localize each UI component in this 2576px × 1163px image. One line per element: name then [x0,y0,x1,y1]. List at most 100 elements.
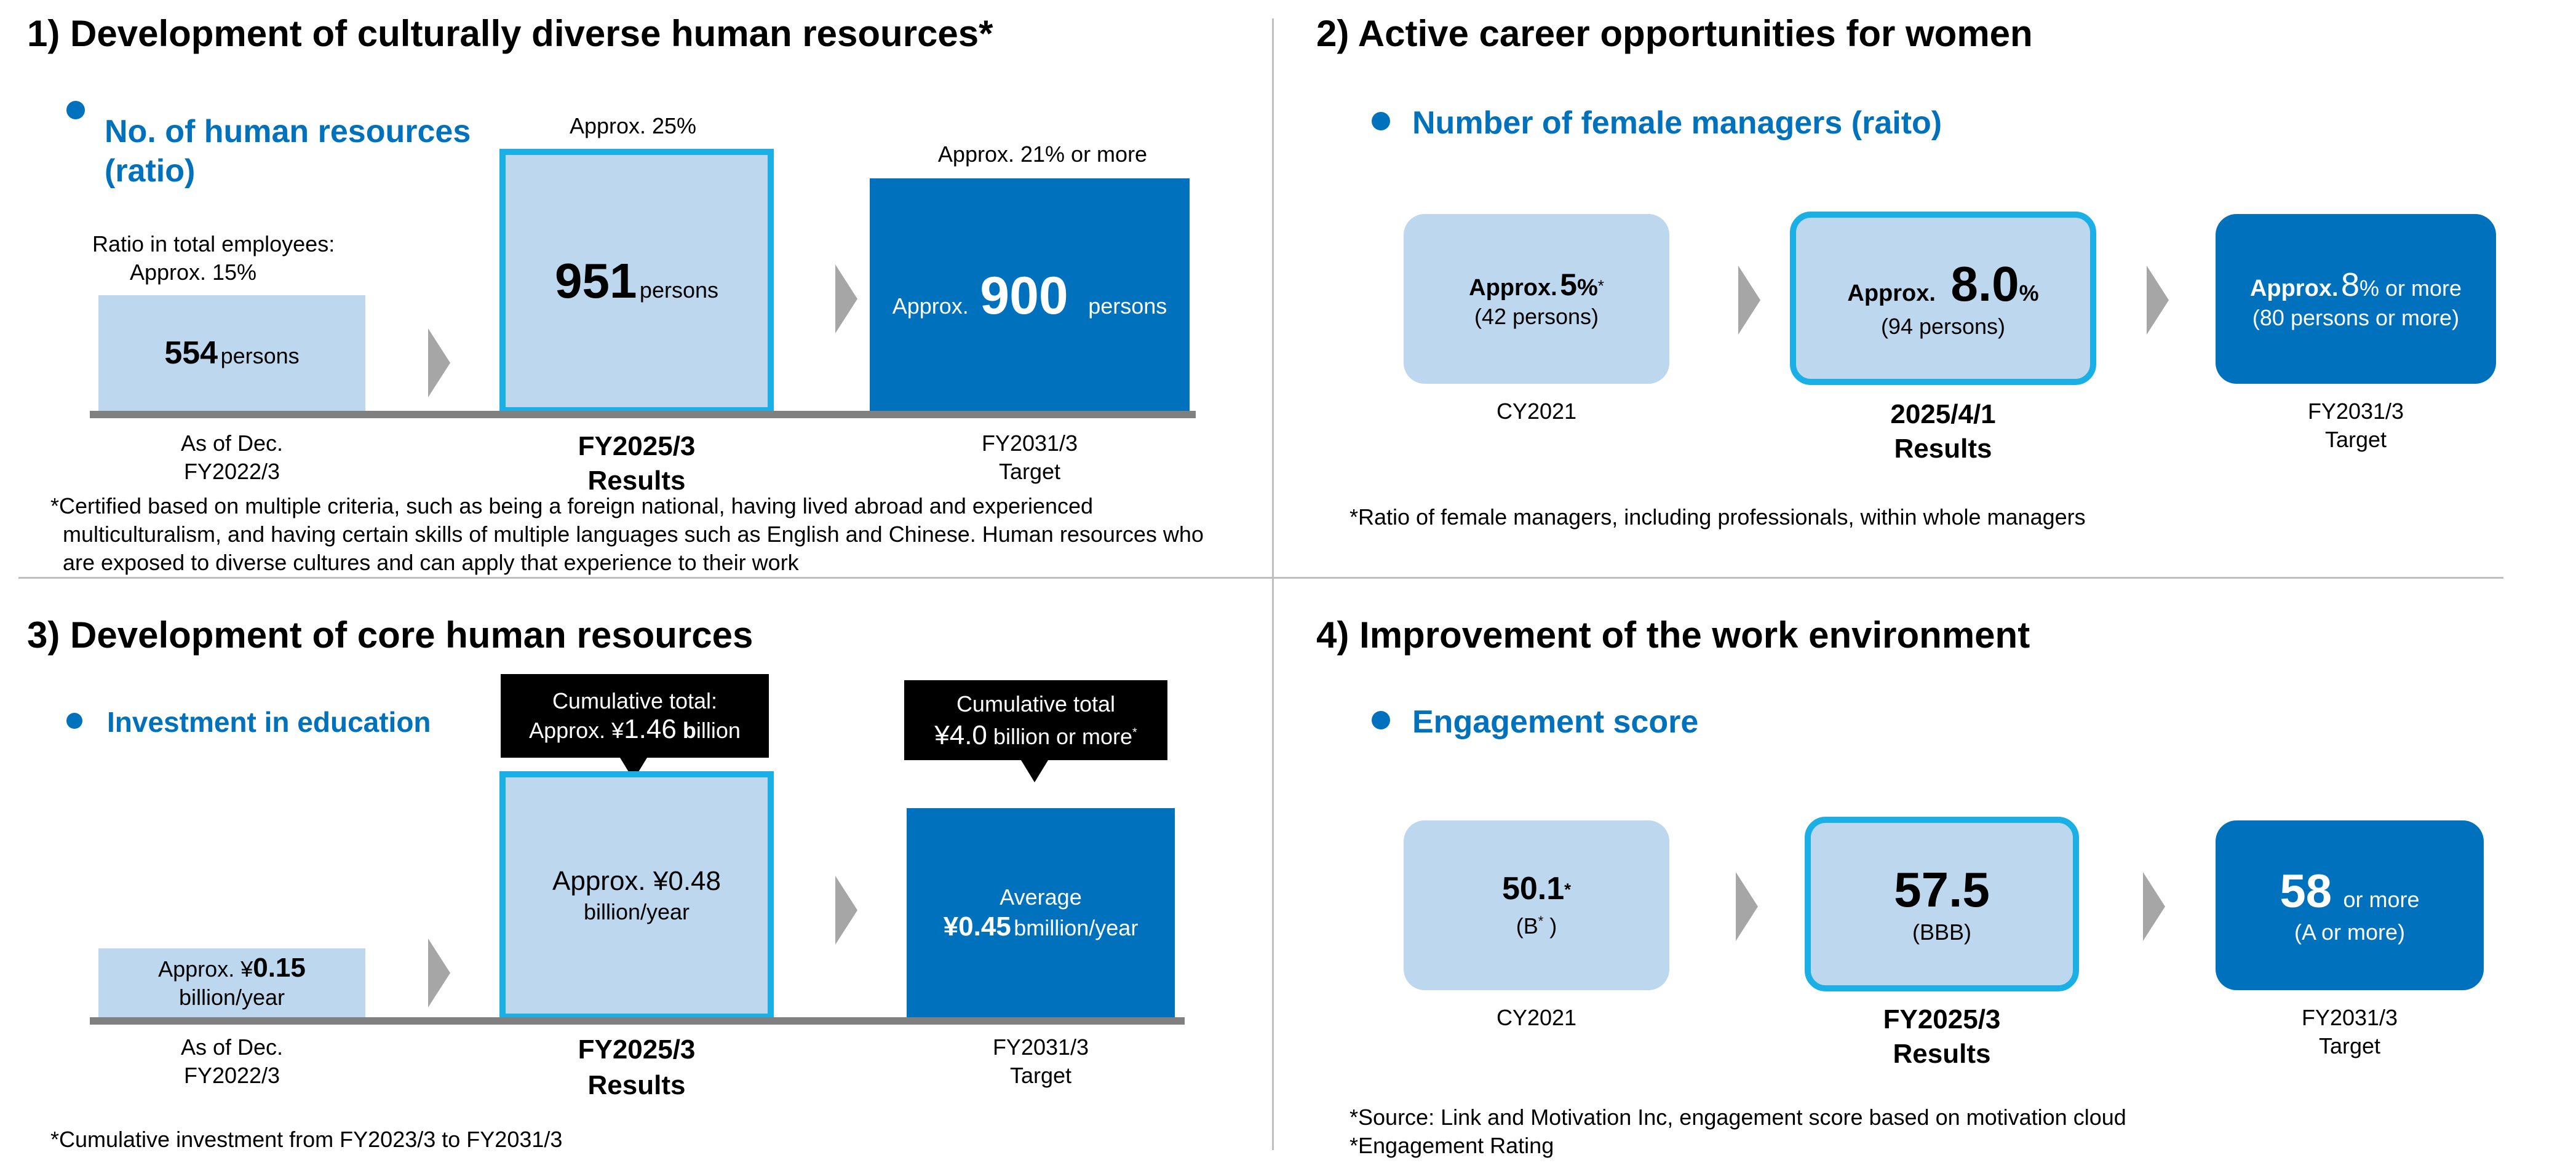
s2-box3-prefix: Approx. [2249,276,2339,301]
s3-bar1-label-line1: As of Dec. [180,1034,284,1060]
s2-box1-star: * [1597,276,1604,295]
bullet-icon [66,101,85,120]
arrow-icon [428,328,450,397]
s3-note: *Cumulative investment from FY2023/3 to … [50,1127,563,1152]
s3-bar2-label-line1: FY2025/3 [578,1034,696,1065]
s3-bar2-label-line2: Results [587,1070,686,1100]
s3-bar1-prefix: Approx. ¥ [158,956,253,982]
s4-box2-value: 57.5 [1894,862,1990,917]
s1-bar3-label: FY2031/3 Target [870,429,1190,486]
s1-bar3-unit: persons [1088,293,1167,319]
s4-box3-suffix: or more [2343,886,2420,912]
s2-box2-prefix: Approx. [1847,280,1936,306]
s1-bar2: 951 persons [499,149,774,413]
s2-box3-label: FY2031/3 Target [2216,397,2496,454]
s1-bar1-label: As of Dec. FY2022/3 [92,429,372,486]
s3-bar3-unit: bmillion/year [1014,915,1139,940]
s4-box1-star: * [1564,879,1572,899]
s2-note: *Ratio of female managers, including pro… [1350,504,2086,530]
arrow-icon [1736,872,1758,941]
s2-box3-persons: (80 persons or more) [2252,305,2460,330]
s2-box1-label: CY2021 [1496,399,1577,424]
s1-note-line3: are exposed to diverse cultures and can … [63,550,799,575]
s3-bar1-unit: billion/year [178,985,285,1010]
s1-bar2-label: FY2025/3 Results [499,429,774,498]
section2-title: 2) Active career opportunities for women [1316,13,2033,54]
s3-bar3-text-line1: Average [1000,884,1082,910]
section2-subtitle: Number of female managers (raito) [1372,103,1942,143]
section1-subtitle: No. of human resources (ratio) [66,73,471,191]
s1-bar1-label-line2: FY2022/3 [183,459,280,484]
arrow-icon [2147,266,2169,335]
s3-bar2-label: FY2025/3 Results [499,1032,774,1103]
s1-bar2-unit: persons [639,277,718,303]
s4-box1-rating-close: ) [1543,913,1557,939]
s2-box3-label-line1: FY2031/3 [2307,399,2404,424]
s3-baseline [90,1017,1185,1025]
s3-bar3: Average ¥0.45 bmillion/year [907,808,1175,1017]
s4-note: *Source: Link and Motivation Inc, engage… [1350,1103,2126,1160]
bullet-icon [66,712,82,729]
callout-pointer-icon [1021,760,1048,782]
s2-box1: Approx. 5%* (42 persons) [1404,214,1669,384]
vertical-divider [1272,18,1274,1150]
s1-bar1: 554 persons [98,295,365,411]
s3-bar2-text-line2: billion/year [583,899,690,924]
s1-baseline [90,411,1196,418]
s2-box2-persons: (94 persons) [1880,314,2006,339]
s2-box1-unit: % [1576,275,1598,301]
s4-box1-value: 50.1 [1501,871,1565,907]
section3-title: 3) Development of core human resources [27,614,753,656]
s3-bar3-callout-line1: Cumulative total [956,691,1116,716]
s4-box3-value: 58 [2280,865,2332,918]
s2-box2-label-line1: 2025/4/1 [1890,399,1996,429]
s2-box2-value: 8.0 [1950,256,2019,311]
s3-bar3-callout: Cumulative total ¥4.0 billion or more* [904,680,1167,760]
s3-bar3-value: ¥0.45 [943,911,1011,942]
s2-box2: Approx. 8.0% (94 persons) [1790,212,2096,385]
s3-bar2: Approx. ¥0.48 billion/year [499,771,774,1020]
s3-bar3-label: FY2031/3 Target [907,1033,1175,1090]
s4-box3: 58 or more (A or more) [2216,820,2484,990]
s4-box3-label-line2: Target [2318,1033,2381,1058]
s3-bar1: Approx. ¥0.15 billion/year [98,948,365,1017]
s3-bar2-callout-prefix: Approx. ¥ [529,718,624,743]
s1-bar3-prefix: Approx. [892,293,969,319]
s4-box2-label-line1: FY2025/3 [1883,1004,2001,1034]
s2-box3-label-line2: Target [2324,427,2387,452]
section1-title: 1) Development of culturally diverse hum… [27,13,993,54]
s1-bar1-ratio-line1: Ratio in total employees: [92,231,335,256]
s1-bar1-value: 554 [164,335,218,371]
section4-subtitle: Engagement score [1372,702,1698,742]
section3-subtitle: Investment in education [66,702,431,742]
section1-subtitle-line1: No. of human resources [105,114,471,149]
arrow-icon [1738,266,1760,335]
s1-bar1-ratio: Ratio in total employees: Approx. 15% [92,230,335,287]
s4-box3-label-line1: FY2031/3 [2301,1005,2398,1030]
s3-bar2-callout-b: b [682,718,696,743]
s3-bar3-label-line1: FY2031/3 [992,1034,1089,1060]
s4-box2-label-line2: Results [1893,1039,1991,1069]
s3-bar3-label-line2: Target [1009,1063,1072,1088]
s2-box3-value: 8 [2340,266,2359,303]
s2-box3-unit: % or more [2359,276,2462,301]
s1-bar2-ratio: Approx. 25% [569,113,697,138]
section2-subtitle-text: Number of female managers (raito) [1412,105,1942,141]
section1-subtitle-line2: (ratio) [105,153,196,189]
s3-bar3-callout-suffix: billion or more [993,723,1133,749]
arrow-icon [428,939,450,1007]
s1-note-line1: *Certified based on multiple criteria, s… [50,493,1094,518]
s3-bar1-label-line2: FY2022/3 [183,1063,280,1088]
s3-bar1-label: As of Dec. FY2022/3 [92,1033,372,1090]
s1-bar2-label-line2: Results [587,466,686,496]
arrow-icon [835,876,857,945]
s4-box1-rating-open: (B [1516,913,1538,939]
s1-bar2-label-line1: FY2025/3 [578,431,696,461]
s1-bar1-label-line1: As of Dec. [180,431,284,456]
s2-box1-value: 5 [1560,268,1577,302]
s4-box2-rating: (BBB) [1912,919,1971,945]
s3-bar3-callout-value: ¥4.0 [934,720,987,750]
s1-note: *Certified based on multiple criteria, s… [50,492,1204,577]
s4-note-line1: *Source: Link and Motivation Inc, engage… [1350,1105,2126,1130]
s1-bar3-value: 900 [980,266,1068,325]
